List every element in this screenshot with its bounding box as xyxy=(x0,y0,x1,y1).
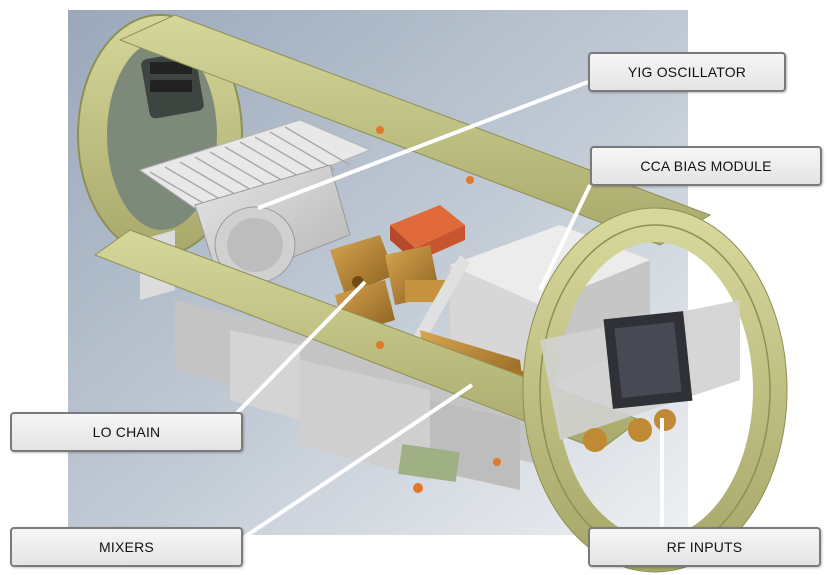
frame-rails xyxy=(93,14,712,451)
yig-oscillator-label: YIG OSCILLATOR xyxy=(588,52,786,92)
mixers-leader-line xyxy=(238,383,474,542)
yig-leader-line xyxy=(257,80,589,210)
rf-inputs-label: RF INPUTS xyxy=(588,527,821,567)
leader-lines xyxy=(233,80,664,542)
cca-bias-module-label: CCA BIAS MODULE xyxy=(590,146,822,186)
lo-chain-label: LO CHAIN xyxy=(10,412,243,452)
mixers-label: MIXERS xyxy=(10,527,243,567)
lo-chain-component xyxy=(330,235,445,335)
cca-leader-line xyxy=(538,184,592,291)
lo-leader-line xyxy=(233,280,367,417)
lower-structure xyxy=(175,300,560,493)
front-ring xyxy=(522,207,788,573)
yig-oscillator-component xyxy=(194,164,351,286)
